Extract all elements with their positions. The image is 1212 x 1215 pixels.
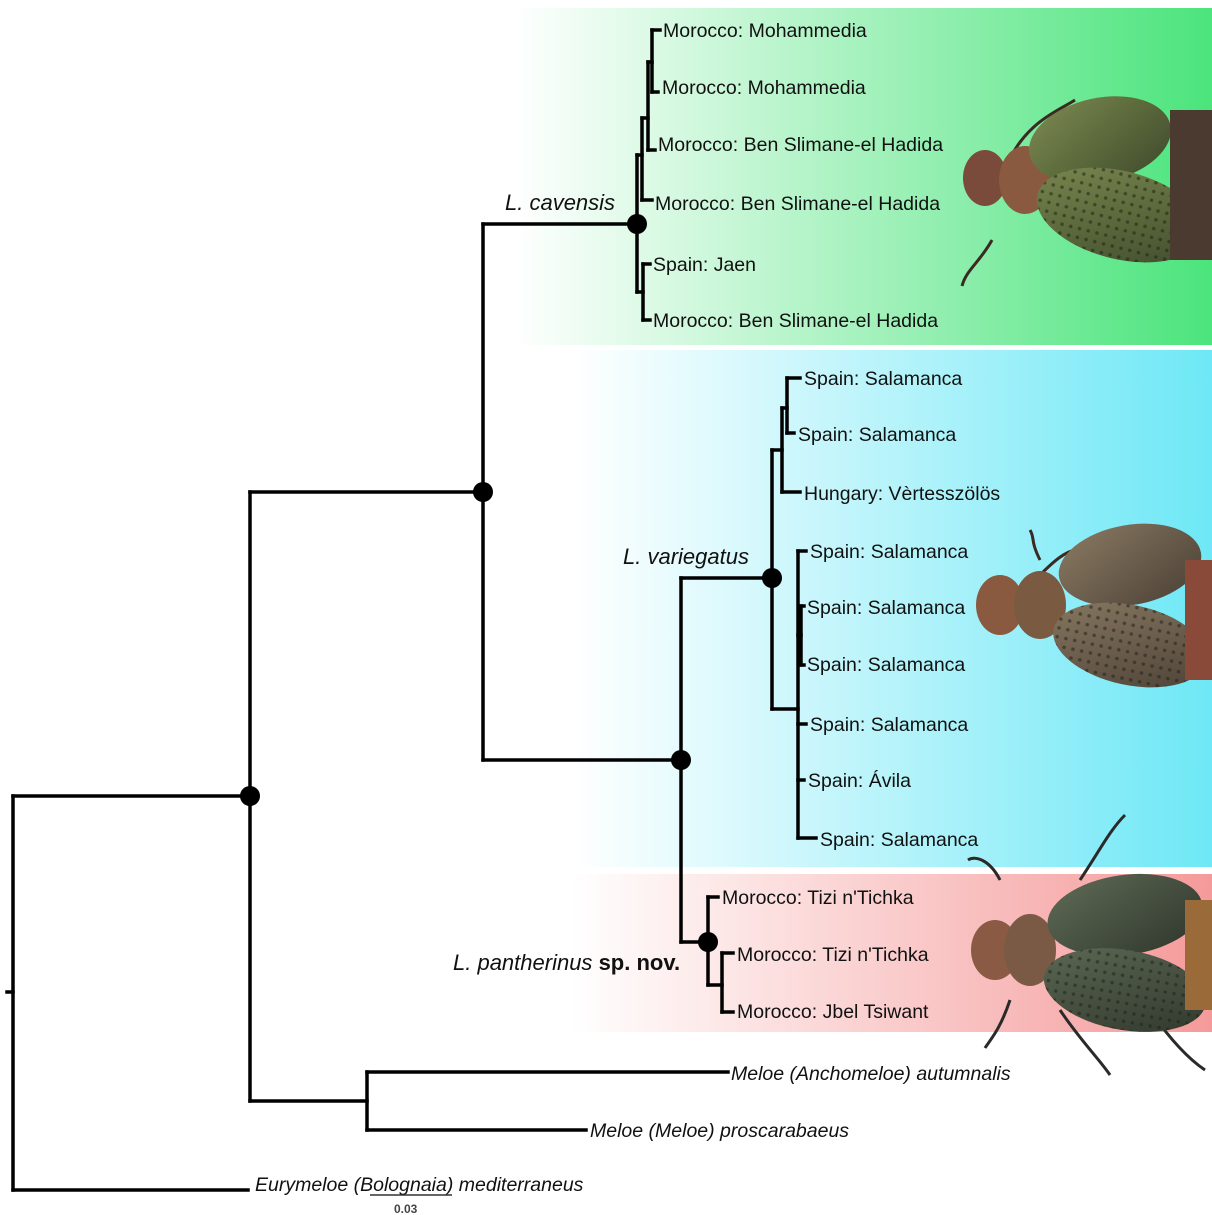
- tip-label: Morocco: Jbel Tsiwant: [737, 1001, 929, 1023]
- tip-label: Spain: Salamanca: [820, 829, 978, 851]
- clade-label-pantherinus-suffix: sp. nov.: [599, 950, 681, 975]
- node-cavensis: [627, 214, 647, 234]
- tip-label: Spain: Jaen: [653, 254, 756, 276]
- clade-label-cavensis: L. cavensis: [505, 190, 615, 215]
- clade-label-pantherinus: L. pantherinus sp. nov.: [453, 950, 680, 975]
- node-variegatus: [762, 568, 782, 588]
- tip-label: Morocco: Ben Slimane-el Hadida: [658, 134, 943, 156]
- outgroup-label: Eurymeloe (Bolognaia) mediterraneus: [255, 1174, 584, 1196]
- tip-label: Hungary: Vèrtesszölös: [804, 483, 1000, 505]
- tip-label: Spain: Salamanca: [804, 368, 962, 390]
- clade-label-variegatus: L. variegatus: [623, 544, 749, 569]
- node-lytta: [473, 482, 493, 502]
- node-ingroup: [240, 786, 260, 806]
- node-var-pan: [671, 750, 691, 770]
- tip-label: Spain: Salamanca: [810, 541, 968, 563]
- tip-label: Spain: Salamanca: [807, 654, 965, 676]
- clade-label-pantherinus-name: L. pantherinus: [453, 950, 592, 975]
- scale-bar-label: 0.03: [394, 1202, 418, 1215]
- tip-label: Spain: Salamanca: [810, 714, 968, 736]
- tip-label: Morocco: Mohammedia: [662, 77, 866, 99]
- tip-label: Morocco: Tizi n'Tichka: [737, 944, 929, 966]
- outgroup-label: Meloe (Meloe) proscarabaeus: [590, 1120, 849, 1142]
- tip-label: Morocco: Tizi n'Tichka: [722, 887, 914, 909]
- tip-label: Spain: Salamanca: [798, 424, 956, 446]
- tip-label: Morocco: Ben Slimane-el Hadida: [655, 193, 940, 215]
- tip-label: Morocco: Mohammedia: [663, 20, 867, 42]
- tip-label: Spain: Salamanca: [807, 597, 965, 619]
- tip-label: Morocco: Ben Slimane-el Hadida: [653, 310, 938, 332]
- tip-label: Spain: Ávila: [808, 769, 911, 792]
- scale-bar: 0.03: [370, 1195, 452, 1215]
- node-pantherinus: [698, 932, 718, 952]
- outgroup-label: Meloe (Anchomeloe) autumnalis: [731, 1063, 1011, 1085]
